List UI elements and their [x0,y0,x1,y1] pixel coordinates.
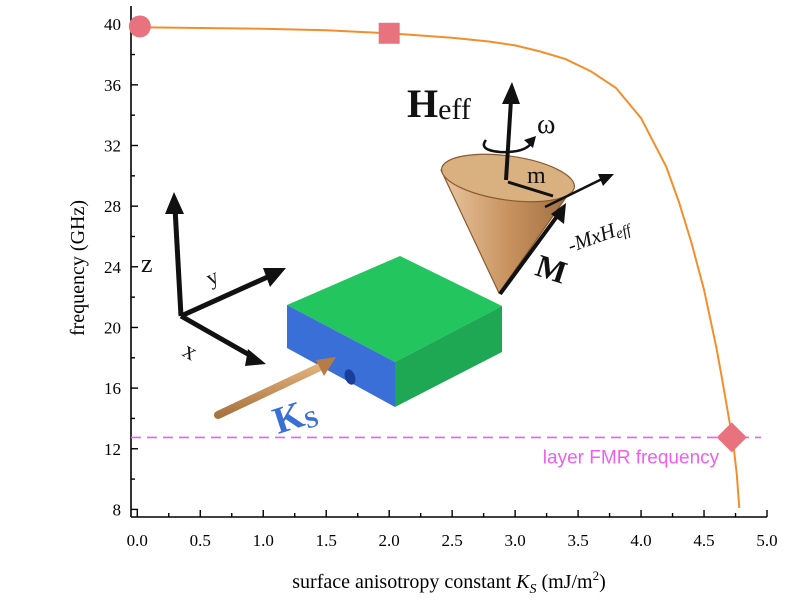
y-axis-label: y [202,263,223,290]
y-tick-label: 16 [104,379,121,398]
x-tick-label: 0.0 [127,531,148,550]
y-tick-label: 28 [104,197,121,216]
x-tick-label: 5.0 [756,531,777,550]
block-top-face [287,256,502,362]
m-small-arrow [507,180,554,198]
y-ticks: 8 12 16 20 24 28 32 36 40 [104,15,138,519]
y-tick-label: 40 [104,15,121,34]
series-line [137,26,741,508]
x-tick-label: 2.5 [442,531,463,550]
block-front-face [287,305,395,407]
torque-arrow [544,174,614,209]
torque-label: -MxHeff [564,212,635,259]
omega-label: ω [537,109,555,140]
x-axis-arrow [179,313,255,360]
x-tick-label: 3.0 [504,531,525,550]
x-ticks: 0.0 0.5 1.0 1.5 2.0 2.5 3.0 3.5 4.0 4.5 5.0 [127,510,778,550]
heff-arrow [502,82,520,181]
inset-illustration: z y x KS Heff ω m [141,81,635,444]
y-tick-label: 12 [104,440,121,459]
circle-marker [128,15,151,38]
x-tick-label: 4.5 [693,531,714,550]
m-small-label: m [527,163,546,189]
y-tick-label: 36 [104,76,121,95]
m-arrow [498,203,566,296]
fmr-reference-label: layer FMR frequency [543,447,720,468]
coordinate-axes [165,192,286,366]
y-tick-label: 32 [104,137,121,156]
z-axis-arrow [172,207,184,317]
axes: 8 12 16 20 24 28 32 36 40 0.0 0.5 1.0 1.5 2.0 2.5 3.0 3… [104,6,778,550]
y-tick-label: 24 [104,258,122,277]
heff-label: Heff [407,81,471,126]
diamond-marker [716,422,747,453]
x-axis-label: x [178,338,201,367]
ferromagnet-block [287,256,502,407]
y-axis-arrow [179,272,274,319]
markers [128,15,747,453]
ks-arrow [214,357,336,419]
x-tick-label: 1.0 [253,531,274,550]
x-tick-label: 4.0 [630,531,651,550]
x-tick-label: 3.5 [567,531,588,550]
x-tick-label: 0.5 [190,531,211,550]
block-side-face [395,306,502,407]
z-axis-label: z [141,249,153,278]
x-axis-title: surface anisotropy constant KS (mJ/m2) [292,568,605,597]
y-tick-label: 20 [104,318,121,337]
x-tick-label: 2.0 [379,531,400,550]
square-marker [378,22,400,44]
m-label: M [532,247,572,291]
ks-label: KS [268,390,322,444]
y-tick-label: 8 [113,500,122,519]
y-axis-title: frequency (GHz) [67,200,89,336]
omega-rotation-arrow [482,139,534,154]
x-tick-label: 1.5 [316,531,337,550]
